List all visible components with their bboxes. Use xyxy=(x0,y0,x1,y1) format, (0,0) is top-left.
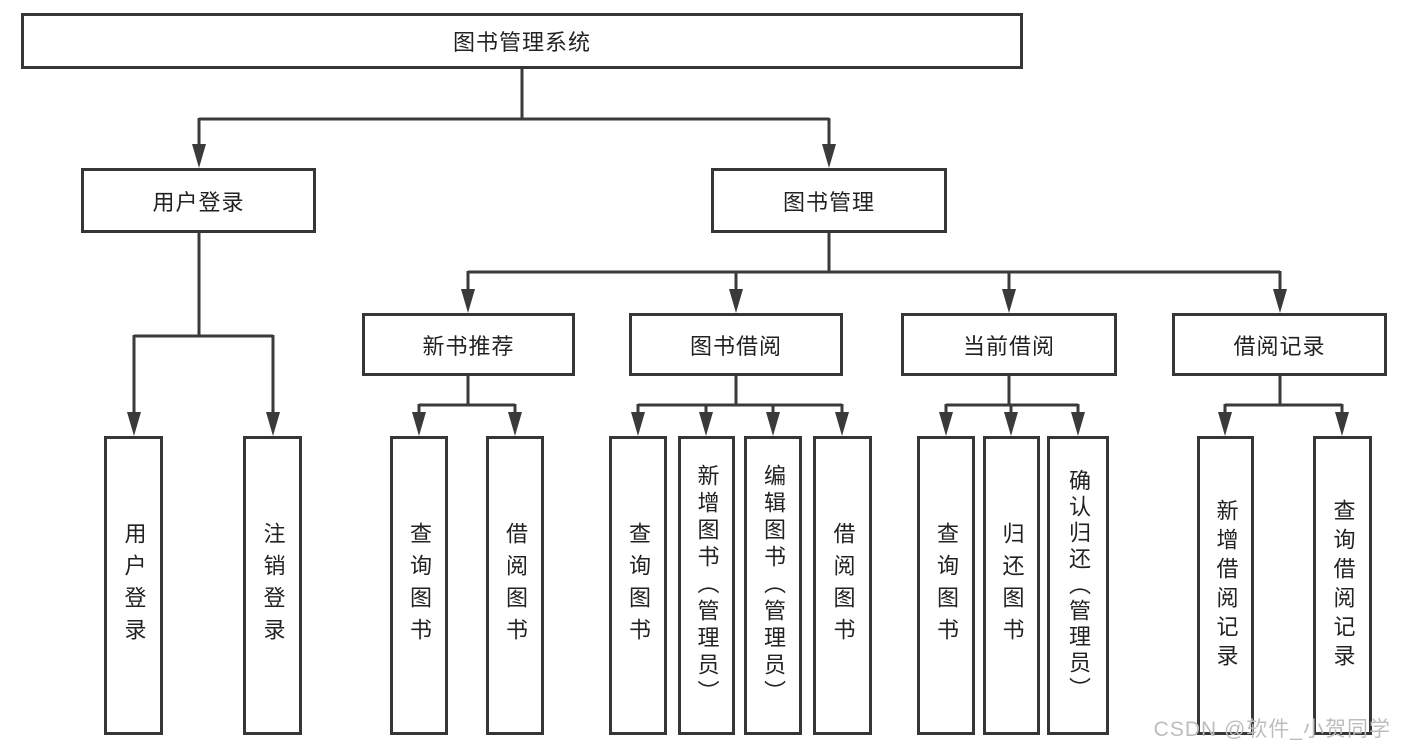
leaf-borrow-books-recommend: 借阅图书 xyxy=(486,436,544,735)
node-current-borrowing: 当前借阅 xyxy=(901,313,1117,376)
leaf-borrow-books-borrowing: 借阅图书 xyxy=(813,436,872,735)
leaf-label: 新增图书（管理员） xyxy=(694,464,720,707)
node-borrow-records: 借阅记录 xyxy=(1172,313,1387,376)
leaf-label: 编辑图书（管理员） xyxy=(761,464,786,707)
leaf-label: 借阅图书 xyxy=(830,521,856,650)
leaf-logout: 注销登录 xyxy=(243,436,302,735)
node-library-management-system: 图书管理系统 xyxy=(21,13,1023,69)
leaf-add-books-admin: 新增图书（管理员） xyxy=(678,436,735,735)
watermark: CSDN @软件_小贺同学 xyxy=(1153,718,1391,741)
leaf-add-borrow-record: 新增借阅记录 xyxy=(1197,436,1254,735)
leaf-query-books-recommend: 查询图书 xyxy=(390,436,448,735)
leaf-query-books-current: 查询图书 xyxy=(917,436,975,735)
node-new-book-recommend: 新书推荐 xyxy=(362,313,575,376)
node-user-login: 用户登录 xyxy=(81,168,316,233)
leaf-label: 归还图书 xyxy=(999,521,1025,650)
leaf-label: 确认归还（管理员） xyxy=(1066,468,1091,703)
leaf-label: 查询图书 xyxy=(407,521,432,650)
leaf-query-borrow-record: 查询借阅记录 xyxy=(1313,436,1372,735)
leaf-confirm-return-admin: 确认归还（管理员） xyxy=(1047,436,1109,735)
leaf-user-login: 用户登录 xyxy=(104,436,163,735)
leaf-label: 新增借阅记录 xyxy=(1213,498,1239,673)
leaf-edit-books-admin: 编辑图书（管理员） xyxy=(744,436,802,735)
leaf-label: 查询借阅记录 xyxy=(1330,498,1356,673)
leaf-label: 查询图书 xyxy=(934,521,959,650)
leaf-label: 用户登录 xyxy=(121,521,147,650)
leaf-return-books: 归还图书 xyxy=(983,436,1040,735)
node-book-management: 图书管理 xyxy=(711,168,947,233)
leaf-label: 注销登录 xyxy=(260,521,286,650)
leaf-label: 借阅图书 xyxy=(503,521,528,650)
leaf-label: 查询图书 xyxy=(626,521,651,650)
arrowheads xyxy=(127,144,1349,436)
node-book-borrowing: 图书借阅 xyxy=(629,313,843,376)
leaf-query-books-borrowing: 查询图书 xyxy=(609,436,667,735)
